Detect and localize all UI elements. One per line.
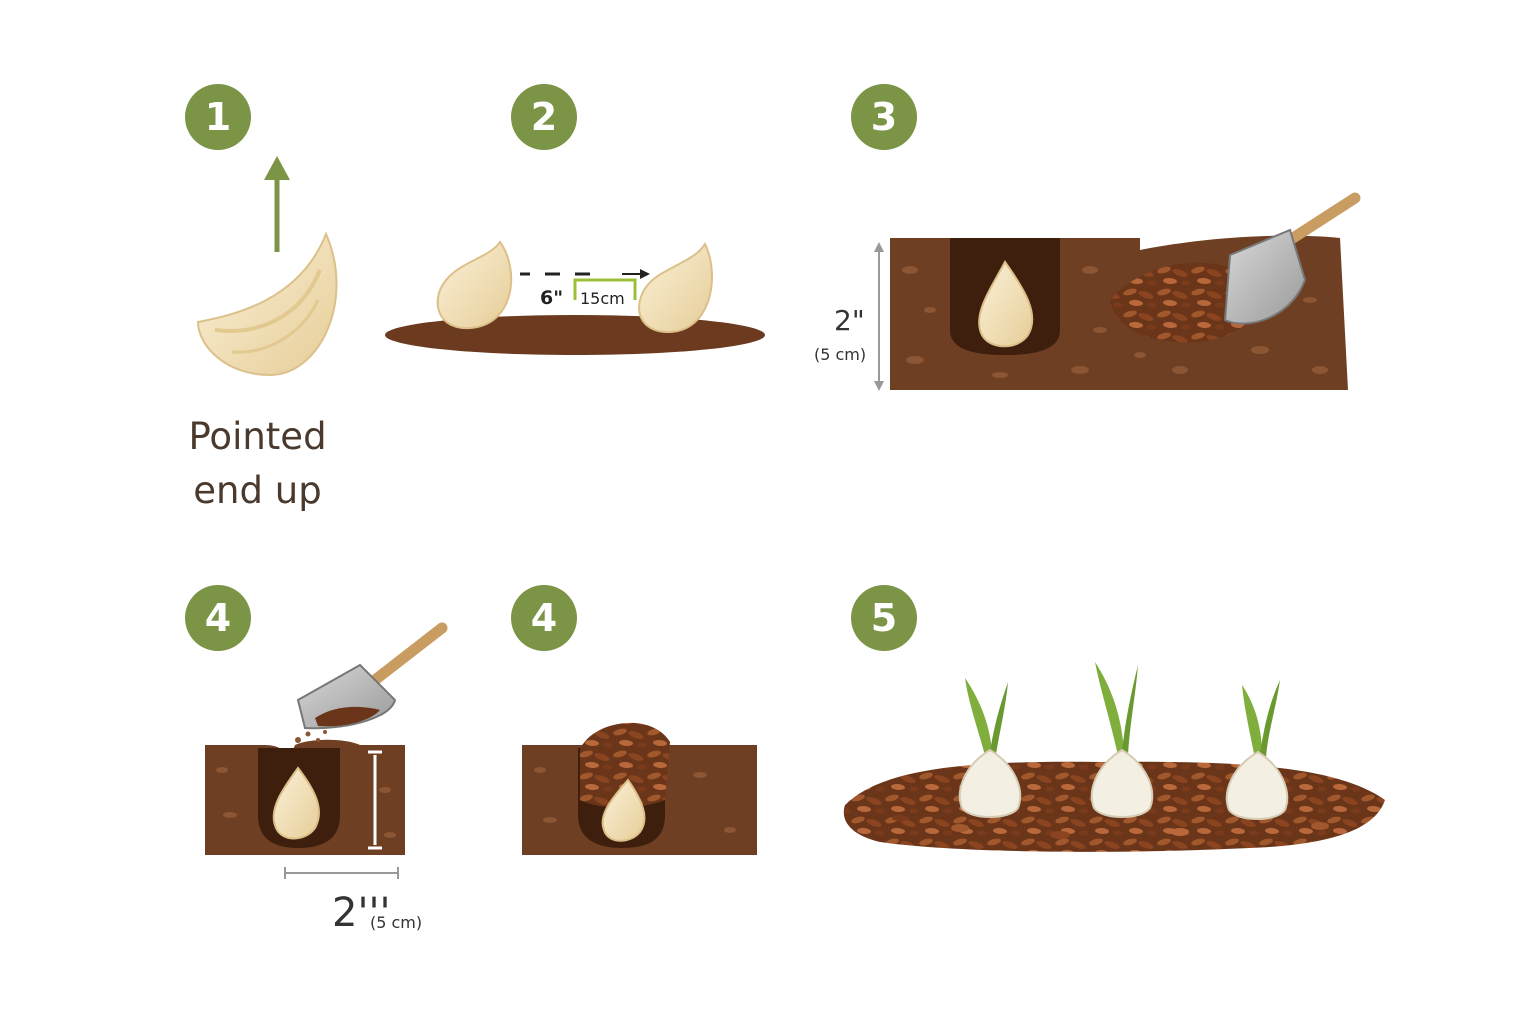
- depth-marker: [368, 750, 382, 850]
- spacing-metric-label: 15cm: [580, 289, 625, 308]
- width-marker: [284, 867, 399, 879]
- soil-specks: [216, 730, 396, 838]
- depth-imperial-label: 2": [834, 304, 865, 337]
- depth-metric-label: (5 cm): [370, 913, 422, 932]
- soil-bed: [385, 315, 765, 355]
- step-5-badge: 5: [851, 585, 917, 651]
- mulch-fill: [580, 722, 670, 808]
- step-3-illustration: 2" (5 cm): [814, 192, 1361, 391]
- step-1-illustration: [196, 156, 338, 377]
- garlic-sprout-2-icon: [1090, 662, 1154, 818]
- spacing-imperial-label: 6": [540, 287, 563, 309]
- spacing-arrow: [520, 269, 650, 300]
- garlic-sprout-1-icon: [958, 678, 1022, 818]
- garlic-clove-icon: [196, 231, 338, 377]
- step-4-illustration: 2''' (5 cm): [205, 622, 448, 936]
- step-4-badge: 4: [185, 585, 251, 651]
- soil-specks: [902, 266, 1328, 378]
- caption-line-2: end up: [193, 469, 322, 512]
- step-3-badge: 3: [851, 84, 917, 150]
- depth-imperial-label: 2''': [332, 890, 390, 936]
- up-arrow-icon: [264, 156, 290, 252]
- garlic-clove-icon: [601, 778, 646, 842]
- trowel-icon: [296, 622, 448, 730]
- depth-metric-label: (5 cm): [814, 345, 866, 364]
- step-1-badge: 1: [185, 84, 251, 150]
- garlic-clove-right-icon: [638, 241, 713, 334]
- soil-specks: [534, 767, 736, 833]
- step-5-illustration: [843, 662, 1385, 852]
- garlic-clove-left-icon: [436, 240, 513, 330]
- garlic-clove-icon: [272, 766, 320, 840]
- depth-marker: [874, 242, 884, 391]
- trowel-icon: [1223, 192, 1361, 325]
- garlic-sprout-3-icon: [1225, 680, 1289, 820]
- step-2-badge: 2: [511, 84, 577, 150]
- step-1-caption: Pointed end up: [150, 410, 365, 518]
- step-4b-badge: 4: [511, 585, 577, 651]
- garlic-clove-icon: [978, 260, 1034, 348]
- mulch-pile: [1110, 262, 1259, 343]
- step-2-illustration: 6" 15cm: [385, 240, 765, 355]
- step-4b-illustration: [522, 722, 757, 855]
- mulch-chips-front: [892, 815, 1329, 839]
- caption-line-1: Pointed: [188, 415, 327, 458]
